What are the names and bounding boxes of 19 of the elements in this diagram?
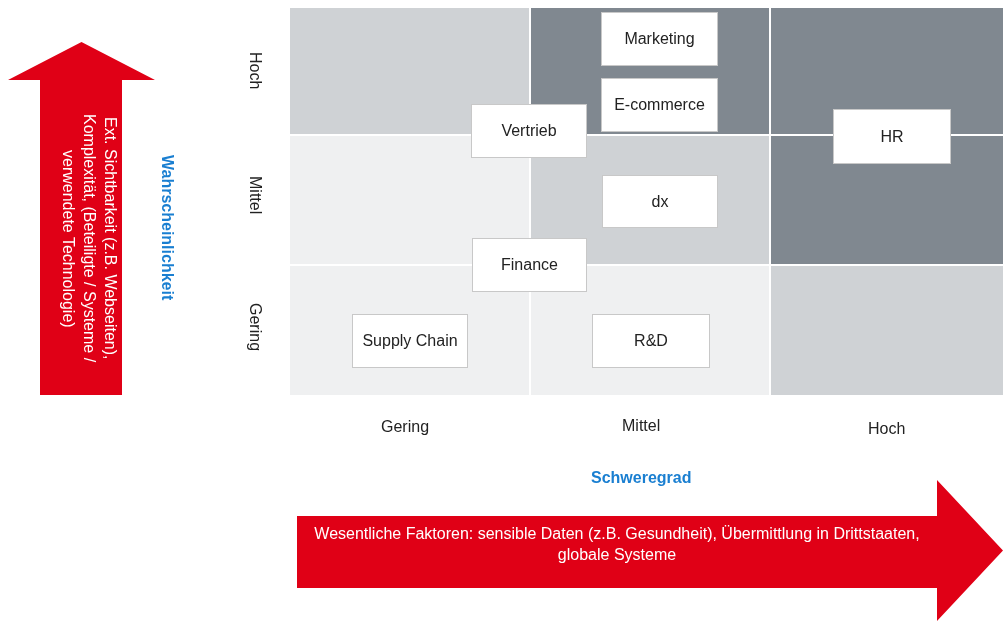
axis-title: Wahrscheinlichkeit [158, 155, 176, 301]
category-box: R&D [592, 314, 710, 368]
axis-tick-label: Gering [381, 418, 430, 436]
category-box: dx [602, 175, 718, 228]
axis-tick-label: Mittel [246, 176, 264, 215]
category-box: Marketing [601, 12, 718, 66]
axis-tick-label: Hoch [246, 52, 264, 90]
category-box: E-commerce [601, 78, 718, 132]
arrow-label: Wesentliche Faktoren: sensible Daten (z.B. Gesundheit), Übermittlung in Drittstaaten, globale Systeme [313, 524, 921, 565]
axis-tick-label: Gering [246, 303, 264, 352]
axis-tick-label: Mittel [622, 417, 661, 435]
axis-tick-label: Hoch [868, 420, 906, 438]
axis-title: Schweregrad [591, 469, 692, 487]
category-box: HR [833, 109, 951, 164]
category-box: Supply Chain [352, 314, 468, 368]
category-box: Finance [472, 238, 587, 292]
arrow-label: Ext. Sichtbarkeit (z.B. Webseiten), Komplexität, (Beteiligte / Systeme / verwendete Technologie) [59, 113, 120, 365]
arrow-shape [8, 42, 155, 395]
category-box: Vertrieb [471, 104, 587, 158]
